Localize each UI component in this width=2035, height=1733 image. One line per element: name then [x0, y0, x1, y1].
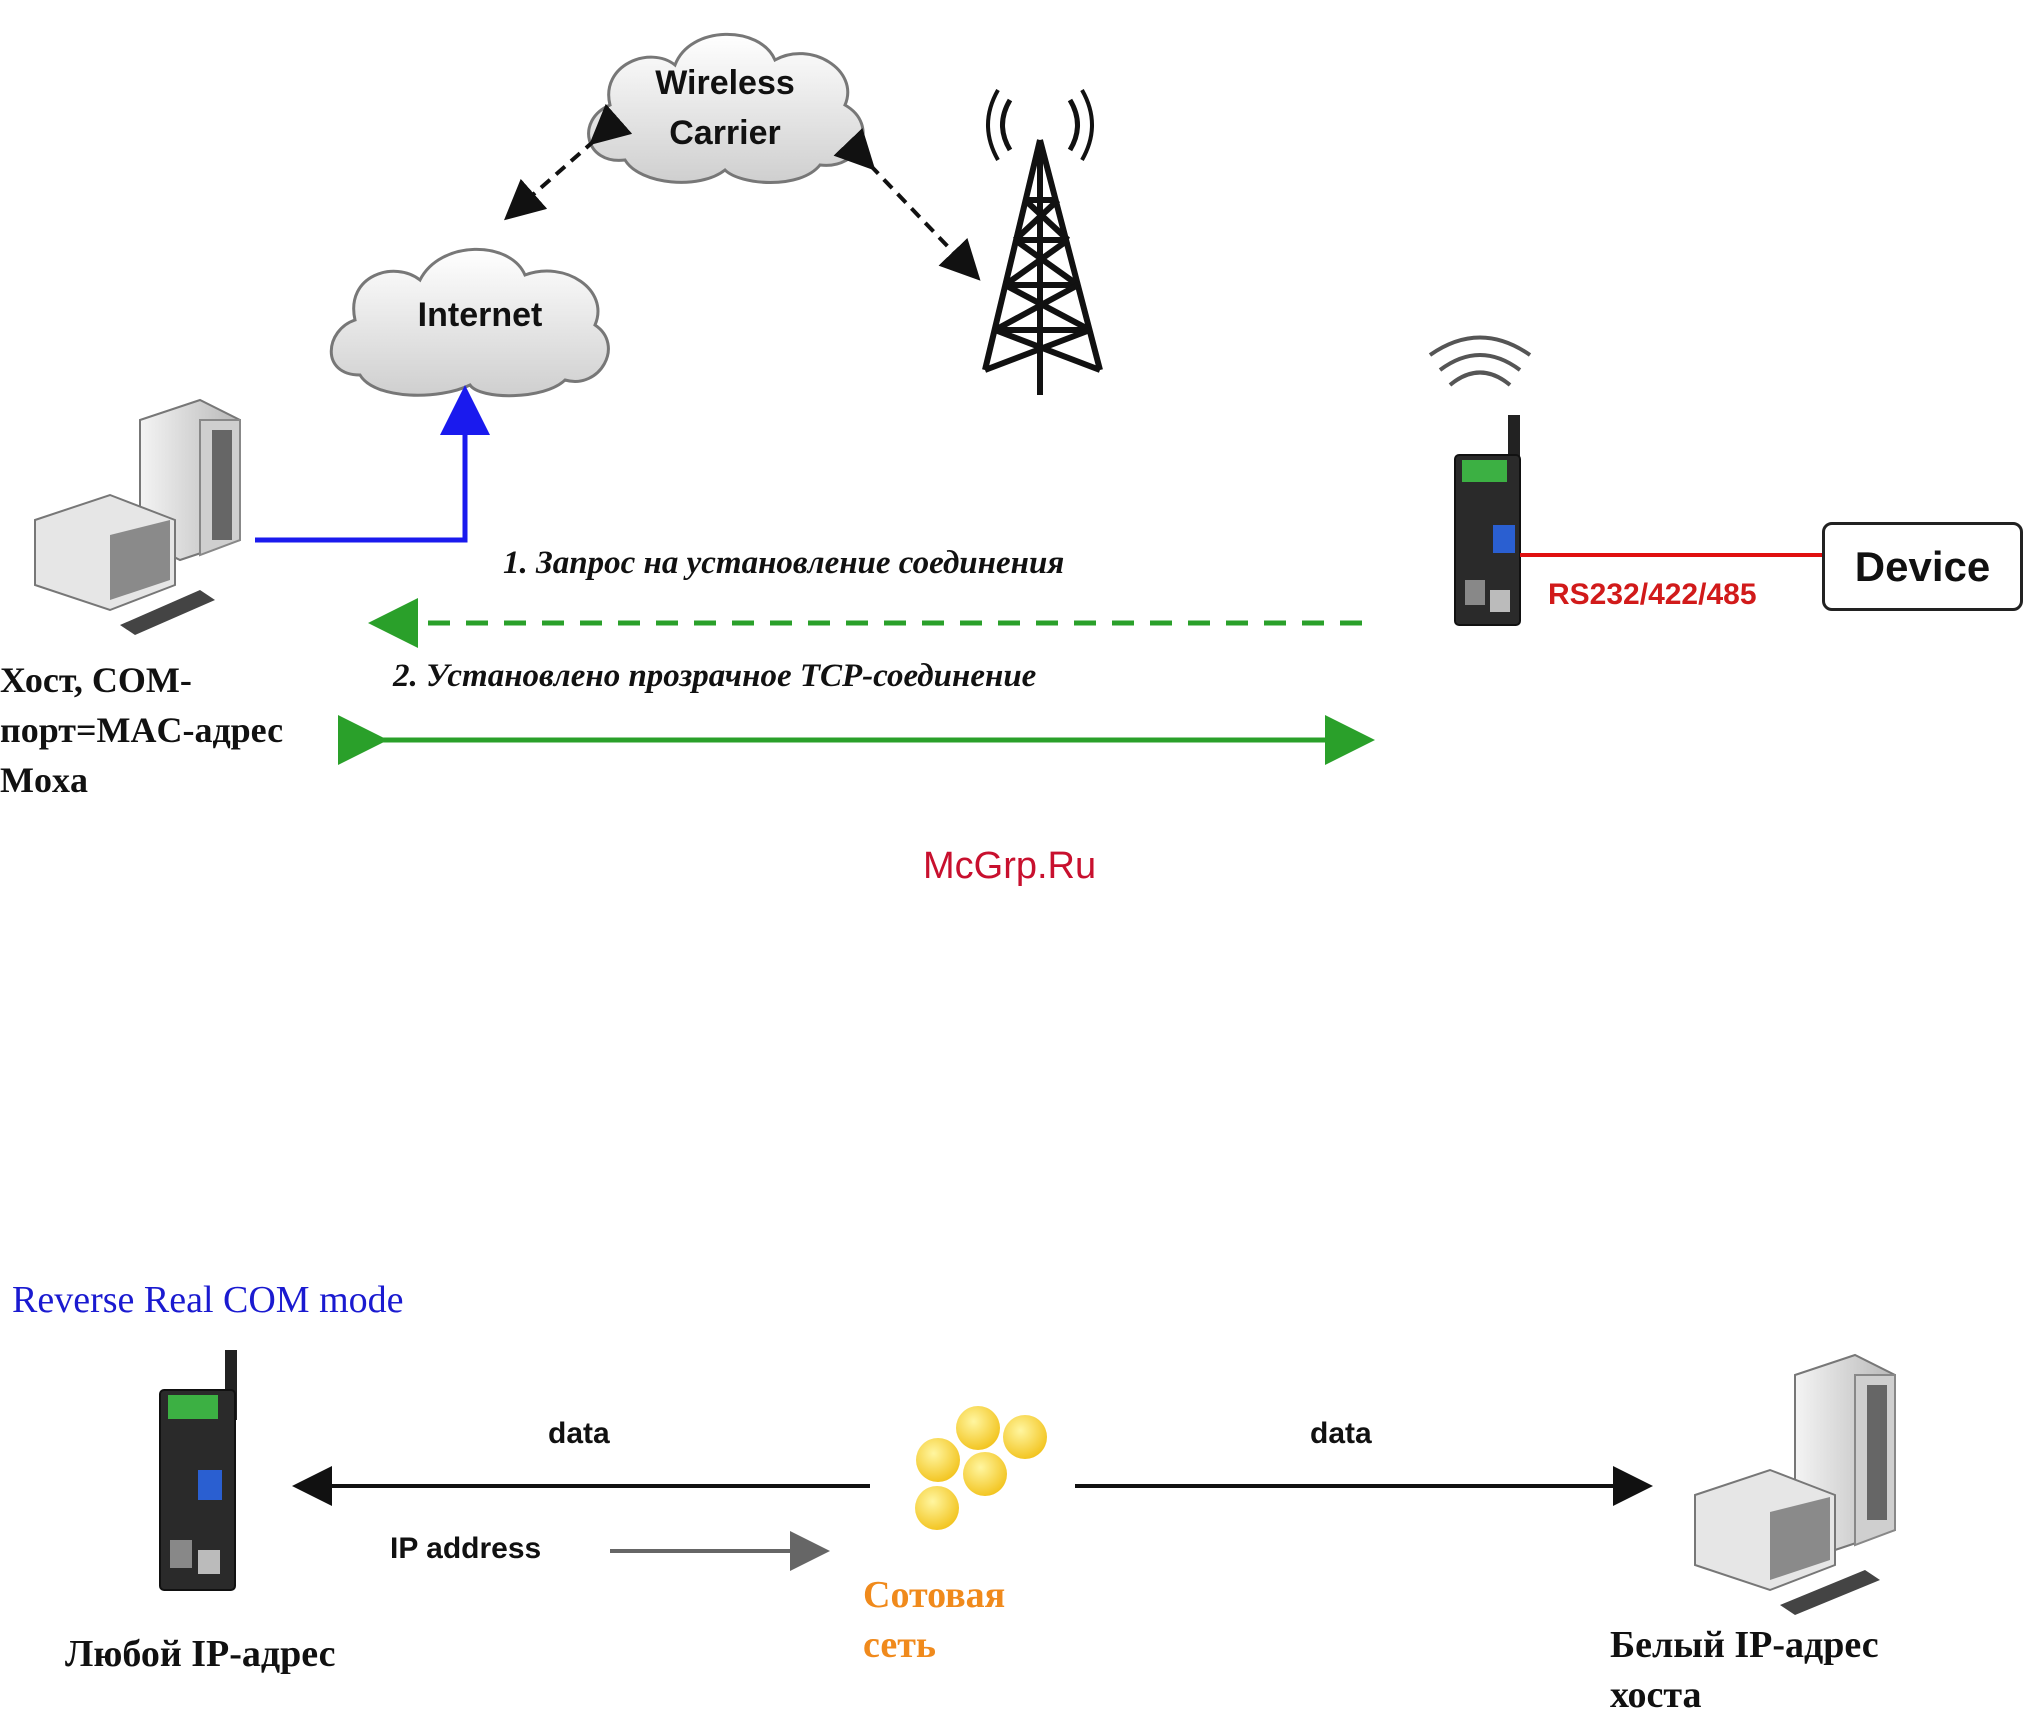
carrier-tower-link [870, 165, 975, 275]
cell-tower-icon [985, 90, 1100, 395]
device-label: Device [1855, 543, 1990, 591]
data-left-label: data [548, 1417, 610, 1451]
carrier-internet-link [510, 140, 595, 215]
host-internet-link [255, 395, 465, 540]
moxa-gateway-icon [1430, 338, 1530, 626]
host-server-icon [35, 400, 240, 635]
moxa-gateway-bottom-icon [160, 1350, 237, 1590]
serial-interface-label: RS232/422/485 [1548, 578, 1757, 612]
host-ip-label: Белый IP-адрес хоста [1610, 1620, 1940, 1720]
mode-title: Reverse Real COM mode [12, 1278, 404, 1322]
host-server-bottom-icon [1695, 1355, 1895, 1615]
cellular-network-icon [915, 1406, 1047, 1530]
cellular-network-label: Сотовая сеть [863, 1570, 1043, 1670]
device-box: Device [1822, 522, 2023, 611]
data-right-label: data [1310, 1417, 1372, 1451]
ip-address-label: IP address [390, 1532, 541, 1566]
host-label: Хост, COM-порт=MAC-адрес Moxa [0, 655, 360, 805]
any-ip-label: Любой IP-адрес [65, 1632, 335, 1676]
watermark-label: McGrp.Ru [923, 845, 1096, 888]
step2-label: 2. Установлено прозрачное TCP-соединение [393, 658, 1036, 695]
wireless-carrier-label: Wireless Carrier [625, 58, 825, 158]
step1-label: 1. Запрос на установление соединения [503, 545, 1064, 582]
internet-label: Internet [380, 290, 580, 340]
